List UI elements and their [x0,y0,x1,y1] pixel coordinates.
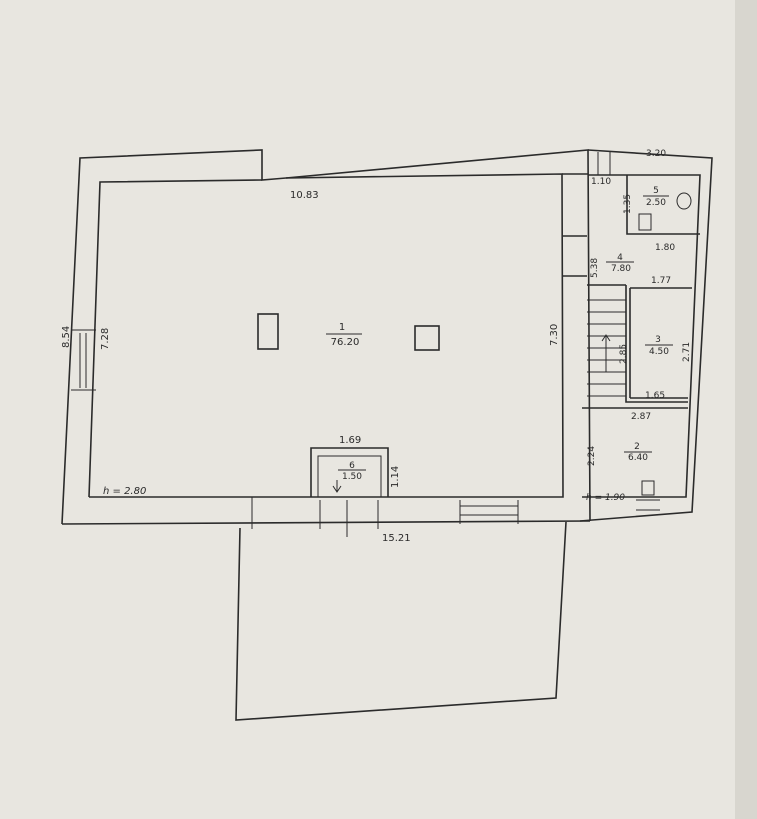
column-right [414,325,440,351]
dim-2-87: 2.87 [631,412,651,422]
dim-2-85: 2.85 [619,344,629,364]
room-6-area: 1.50 [342,472,362,482]
room-labels: 1 76.20 2 6.40 3 4.50 4 7.80 5 2.50 6 1.… [326,186,673,482]
dim-1-35: 1.35 [623,194,633,214]
dim-top-right: 3.20 [646,149,666,159]
dim-1-10: 1.10 [591,177,611,187]
room-3-area: 4.50 [649,347,669,357]
room-6-label: 6 1.50 [338,461,366,482]
dimension-labels: 10.83 3.20 1.10 1.35 1.80 5.38 1.77 2.85… [61,149,692,544]
room-5-area: 2.50 [646,198,666,208]
dim-1-65: 1.65 [645,391,665,401]
room-1-label: 1 76.20 [326,322,362,348]
room-4-number: 4 [617,253,623,263]
room-2-label: 2 6.40 [624,442,652,463]
dim-7-28: 7.28 [100,328,111,350]
dim-15-21: 15.21 [382,533,411,544]
room-1-number: 1 [339,322,345,333]
building-walls [61,149,713,721]
room-5-label: 5 2.50 [643,186,669,208]
dim-1-80: 1.80 [655,243,675,253]
paper-edge [735,0,757,819]
room-4-label: 4 7.80 [606,253,634,274]
dim-1-69: 1.69 [339,435,361,446]
dim-5-38: 5.38 [590,258,600,278]
room-4-area: 7.80 [611,264,631,274]
dim-7-30: 7.30 [549,324,560,346]
height-main: h = 2.80 [103,486,146,497]
dim-1-77: 1.77 [651,276,671,286]
room-3-number: 3 [655,335,661,345]
dim-1-14: 1.14 [390,466,401,488]
room-3-label: 3 4.50 [645,335,673,357]
room-5-number: 5 [653,186,659,196]
room-1-area: 76.20 [331,337,360,348]
room-6-number: 6 [349,461,355,471]
dim-top-left: 10.83 [290,190,319,201]
dim-8-54: 8.54 [61,326,72,348]
room-2-number: 2 [634,442,640,452]
dim-2-24: 2.24 [587,446,597,466]
column-left [257,313,279,350]
staircase [587,299,626,397]
room-2-area: 6.40 [628,453,648,463]
dim-2-71: 2.71 [682,342,692,362]
height-annex: h = 1.90 [586,493,625,503]
